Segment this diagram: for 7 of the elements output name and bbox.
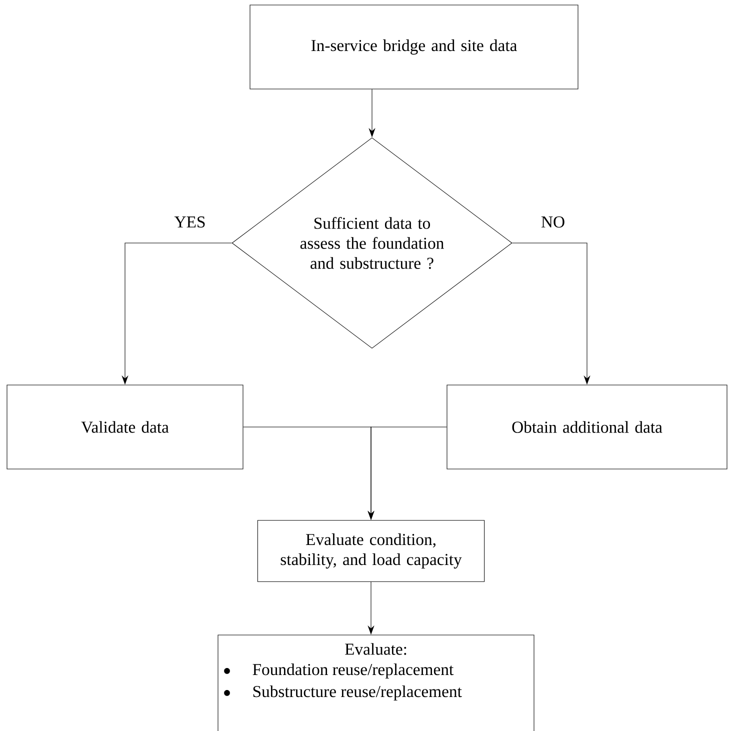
process-box: Obtain additional data xyxy=(446,384,728,470)
process-box: In-service bridge and site data xyxy=(250,4,578,90)
edge-label: YES xyxy=(172,215,208,229)
process-box: Evaluate condition, stability, and load capacity xyxy=(257,520,485,582)
process-box: Validate data xyxy=(6,384,244,470)
edge-label: NO xyxy=(540,215,566,229)
list-box: Evaluate: Foundation reuse/replacement Substructure reuse/replacement xyxy=(218,634,534,731)
